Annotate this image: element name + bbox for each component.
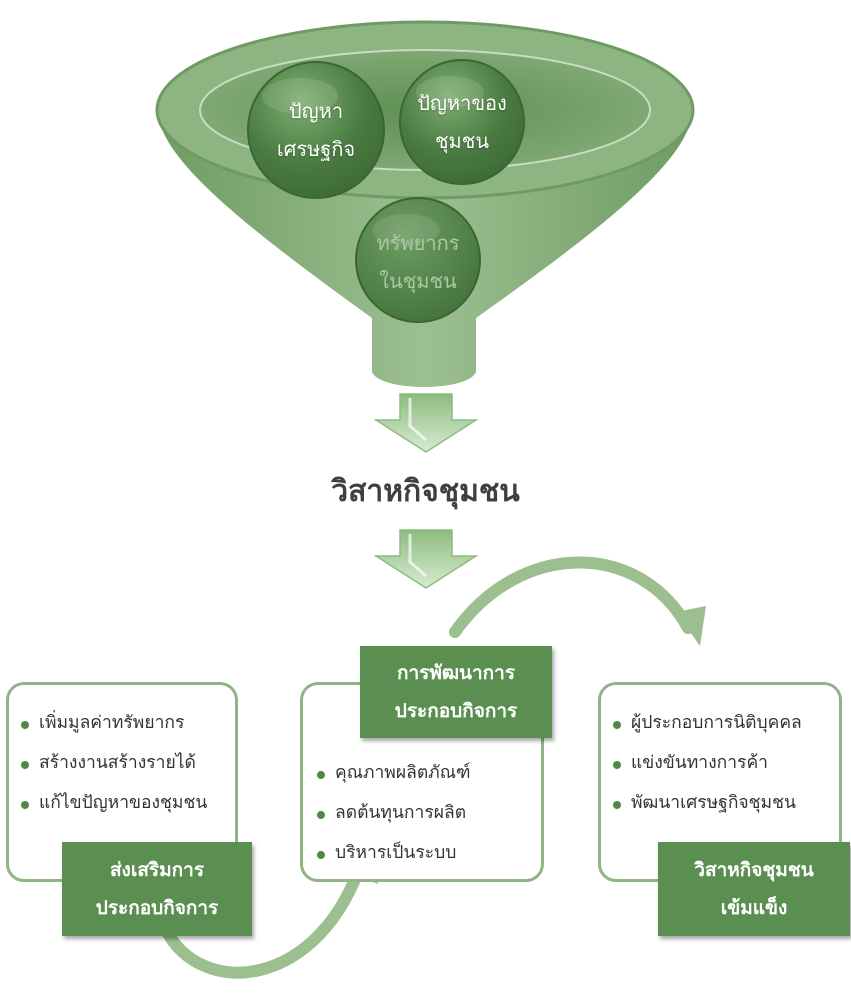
list-item: บริหารเป็นระบบ bbox=[315, 833, 541, 873]
sphere-economic-label: ปัญหา เศรษฐกิจ bbox=[248, 92, 384, 168]
card-bullet-list: เพิ่มมูลค่าทรัพยากร สร้างงานสร้างรายได้ … bbox=[9, 685, 235, 823]
card-develop-label: การพัฒนาการ ประกอบกิจการ bbox=[360, 646, 552, 738]
list-item-text: เพิ่มมูลค่าทรัพยากร bbox=[39, 713, 185, 733]
bullet-dot-icon bbox=[613, 761, 621, 769]
bullet-dot-icon bbox=[317, 811, 325, 819]
label-line: วิสาหกิจชุมชน bbox=[694, 859, 814, 881]
bullet-dot-icon bbox=[21, 721, 29, 729]
center-title: วิสาหกิจชุมชน bbox=[331, 474, 520, 509]
card-strong-label: วิสาหกิจชุมชน เข้มแข็ง bbox=[658, 842, 850, 936]
list-item-text: คุณภาพผลิตภัณฑ์ bbox=[335, 763, 471, 783]
bullet-dot-icon bbox=[317, 771, 325, 779]
list-item-text: แข่งขันทางการค้า bbox=[631, 753, 768, 773]
sphere-label-line: ปัญหาของ bbox=[417, 91, 507, 115]
list-item: คุณภาพผลิตภัณฑ์ bbox=[315, 753, 541, 793]
bullet-dot-icon bbox=[613, 721, 621, 729]
list-item: ผู้ประกอบการนิติบุคคล bbox=[611, 703, 839, 743]
curved-arrow-icon bbox=[449, 556, 706, 646]
card-bullet-list: คุณภาพผลิตภัณฑ์ ลดต้นทุนการผลิต บริหารเป… bbox=[303, 685, 541, 873]
sphere-label-line: ในชุมชน bbox=[379, 269, 457, 293]
list-item: แก้ไขปัญหาของชุมชน bbox=[19, 783, 235, 823]
list-item: เพิ่มมูลค่าทรัพยากร bbox=[19, 703, 235, 743]
list-item-text: สร้างงานสร้างรายได้ bbox=[39, 753, 196, 773]
list-item: ลดต้นทุนการผลิต bbox=[315, 793, 541, 833]
bullet-dot-icon bbox=[21, 801, 29, 809]
bullet-dot-icon bbox=[613, 801, 621, 809]
sphere-resources-label: ทรัพยากร ในชุมชน bbox=[356, 224, 480, 300]
sphere-label-line: ปัญหา bbox=[288, 99, 344, 123]
sphere-label-line: เศรษฐกิจ bbox=[276, 137, 356, 161]
list-item: พัฒนาเศรษฐกิจชุมชน bbox=[611, 783, 839, 823]
sphere-resources bbox=[355, 197, 481, 323]
label-line: เข้มแข็ง bbox=[720, 897, 788, 919]
list-item-text: ลดต้นทุนการผลิต bbox=[335, 803, 467, 823]
sphere-community-label: ปัญหาของ ชุมชน bbox=[400, 84, 524, 160]
card-promote-label: ส่งเสริมการ ประกอบกิจการ bbox=[62, 842, 252, 936]
bullet-dot-icon bbox=[317, 851, 325, 859]
label-line: ประกอบกิจการ bbox=[95, 897, 219, 919]
list-item-text: ผู้ประกอบการนิติบุคคล bbox=[631, 713, 802, 733]
list-item-text: พัฒนาเศรษฐกิจชุมชน bbox=[631, 793, 796, 813]
down-arrow-icon bbox=[373, 529, 479, 589]
label-line: ประกอบกิจการ bbox=[394, 700, 518, 722]
down-arrow-icon bbox=[373, 393, 479, 453]
sphere-community bbox=[399, 59, 525, 185]
label-line: การพัฒนาการ bbox=[396, 662, 516, 684]
sphere-label-line: ชุมชน bbox=[434, 129, 489, 153]
sphere-economic bbox=[247, 61, 385, 199]
bullet-dot-icon bbox=[21, 761, 29, 769]
card-bullet-list: ผู้ประกอบการนิติบุคคล แข่งขันทางการค้า พ… bbox=[601, 685, 839, 823]
sphere-label-line: ทรัพยากร bbox=[376, 231, 460, 255]
list-item: สร้างงานสร้างรายได้ bbox=[19, 743, 235, 783]
label-line: ส่งเสริมการ bbox=[109, 859, 205, 881]
list-item-text: บริหารเป็นระบบ bbox=[335, 843, 457, 863]
list-item: แข่งขันทางการค้า bbox=[611, 743, 839, 783]
list-item-text: แก้ไขปัญหาของชุมชน bbox=[39, 793, 208, 813]
